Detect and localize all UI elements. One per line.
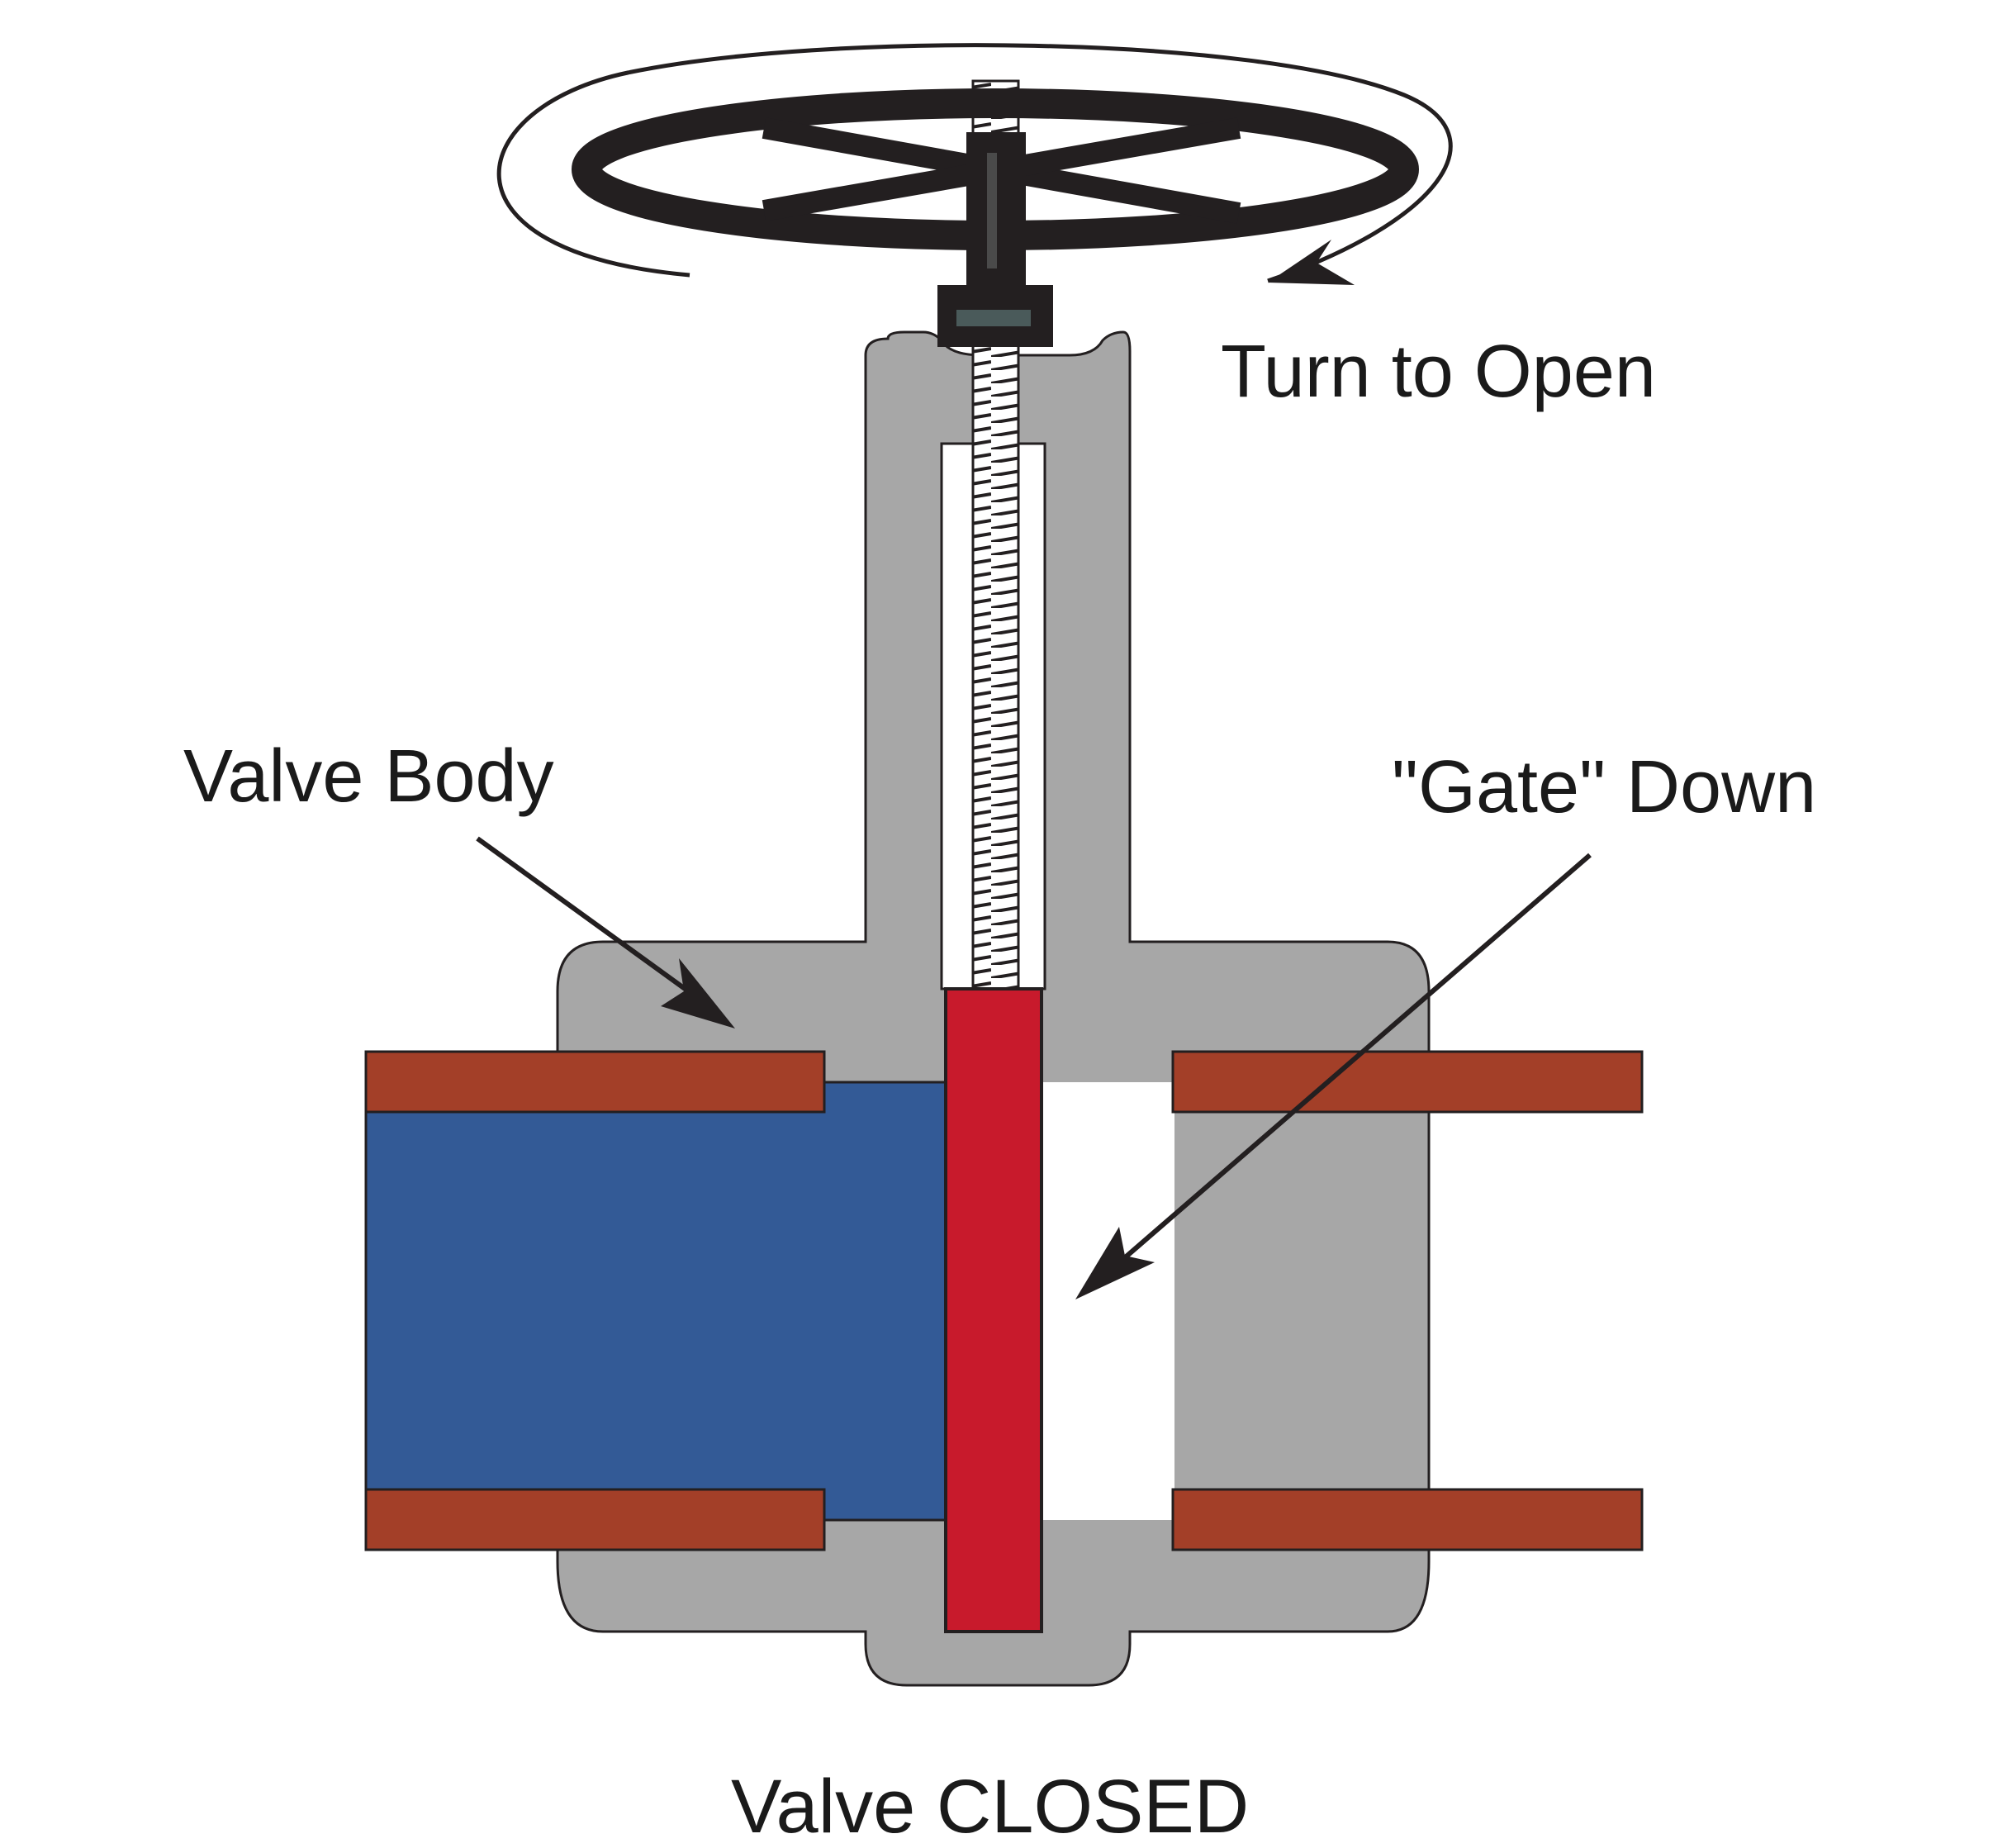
pipe-wall-upper-left (364, 1050, 826, 1114)
fluid (364, 1081, 947, 1522)
turn-to-open-label: Turn to Open (1221, 330, 1656, 413)
downstream-bore (1042, 1082, 1174, 1520)
valve-body-label: Valve Body (183, 735, 554, 818)
gate (944, 987, 1043, 1633)
pipe-walls (364, 1050, 1644, 1551)
valve-body-pointer (476, 836, 735, 1029)
gate-down-arrowhead-icon (1075, 1227, 1155, 1299)
pipe-wall-lower-right (1171, 1488, 1644, 1551)
valve-status-caption: Valve CLOSED (731, 1765, 1249, 1848)
stem-nut-highlight (956, 310, 1031, 326)
gate-down-label: "Gate" Down (1392, 746, 1816, 829)
valve-body-arrowhead-icon (661, 958, 735, 1029)
pipe-wall-lower-left (364, 1488, 826, 1551)
rotation-arrow (496, 43, 1453, 285)
pipe-wall-upper-right (1171, 1050, 1644, 1114)
gate-down-pointer (1075, 853, 1592, 1299)
rotation-arrowhead-icon (1268, 240, 1355, 285)
hub-highlight (987, 153, 997, 268)
handwheel (572, 88, 1419, 347)
rotation-arc (496, 43, 1453, 283)
